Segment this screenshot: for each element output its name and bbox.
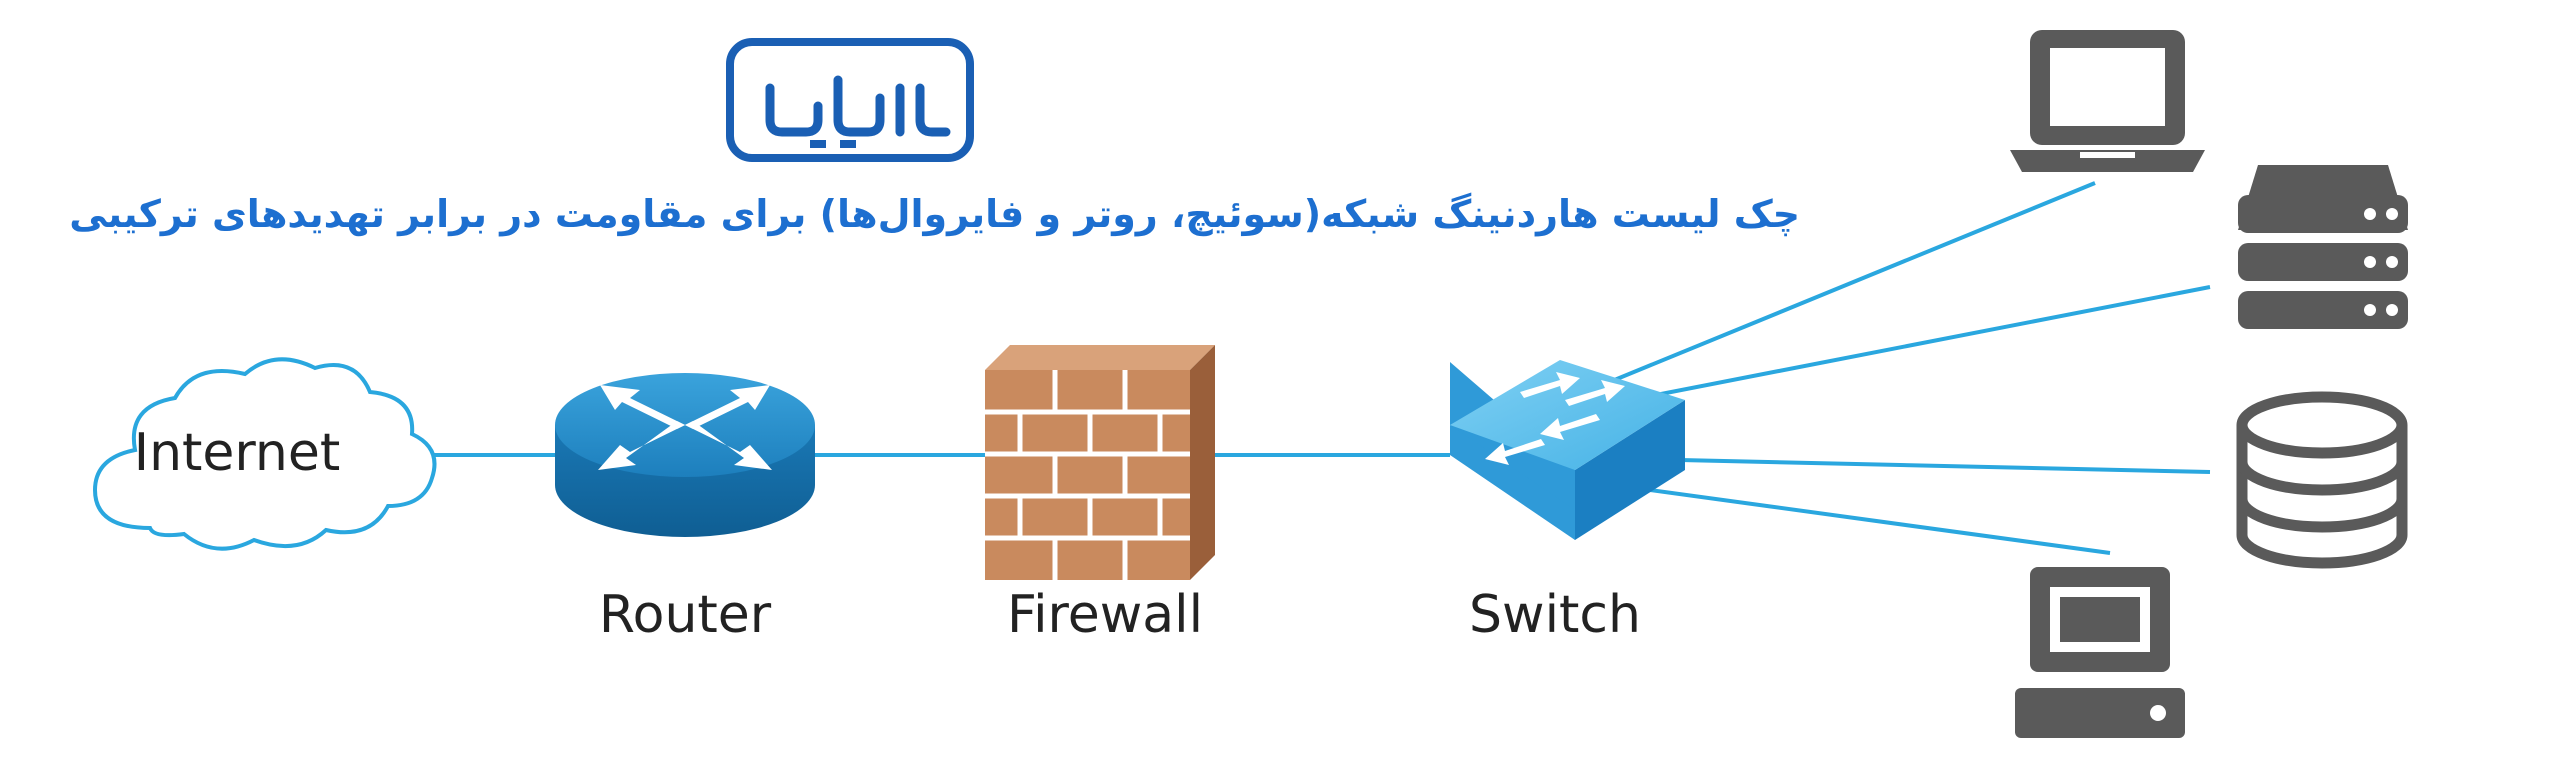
router-icon [555,373,815,537]
router-node: Router [555,373,815,645]
switch-label: Switch [1469,585,1641,645]
database-icon [2236,391,2408,569]
firewall-node: Firewall [985,345,1215,645]
brick-wall-icon [985,345,1215,580]
desktop-endpoint [2015,567,2185,738]
laptop-endpoint [2010,30,2205,172]
link-switch-desktop [1649,488,2111,555]
page-title: چک لیست هاردنینگ شبکه(سوئیچ، روتر و فایر… [69,192,1800,236]
cloud-icon [92,357,437,551]
connection-lines [375,181,2211,555]
server-endpoint [2238,165,2408,329]
firewall-label: Firewall [1007,585,1203,645]
laptop-icon [2010,30,2205,172]
internet-node: Internet [92,357,437,551]
router-label: Router [599,585,772,645]
link-switch-server [1629,285,2211,402]
switch-node: Switch [1450,360,1685,645]
network-switch-icon [1450,360,1685,540]
link-switch-laptop [1589,181,2096,392]
internet-label: Internet [134,423,340,483]
logo [726,38,974,162]
database-endpoint [2236,391,2408,569]
link-switch-database [1679,458,2211,474]
server-icon [2238,165,2408,329]
desktop-computer-icon [2015,567,2185,738]
